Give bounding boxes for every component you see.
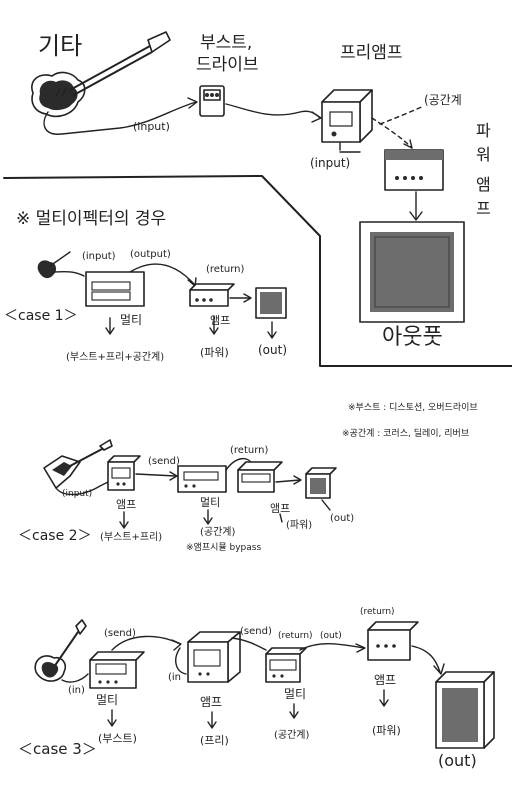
case1-label: ＜case 1＞ [4,308,78,324]
case1-output-label: (output) [130,249,171,260]
case3-in2-label: (in [168,672,181,683]
case2-amp2-desc: (파워) [286,518,312,531]
case2-multi-label: 멀티 [200,496,220,509]
case3-amp2-desc: (파워) [372,724,401,737]
case3-in1-label: (in) [68,685,85,696]
case1-multi-desc: (부스트+프리+공간계) [66,351,164,363]
case2-label: ＜case 2＞ [18,528,92,544]
note-boost: ※부스트 : 디스토션, 오버드라이브 [348,402,478,413]
case2-amp-desc: (부스트+프리) [100,531,162,543]
case2-power-amp-icon [237,461,283,493]
preamp-label: 프리앰프 [340,43,403,63]
case1-cabinet-icon [255,287,287,319]
case2-cabinet-icon [305,467,337,499]
case3-return2-label: (return) [360,607,395,617]
case1-input-label: (input) [82,251,116,262]
case3-return-label: (return) [278,631,313,641]
guitar-label: 기타 [38,32,82,60]
case2-amp-icon [107,455,141,491]
case1-return-label: (return) [206,264,244,275]
guitar-cable [43,101,197,135]
note-spatial: ※공간계 : 코러스, 딜레이, 리버브 [342,427,469,439]
poweramp-char-3: 앰 [476,175,491,194]
case3-send2-label: (send) [240,626,272,637]
case3-multi2-effects-icon [265,647,307,683]
input-label-2: (input) [310,156,350,170]
case3-guitar-icon [34,619,87,682]
preamp-icon [321,89,373,143]
case3-power-amp-icon [367,621,419,661]
guitar-icon [31,31,171,118]
case2-send-label: (send) [148,456,180,467]
case1-multi-effects-icon [85,271,145,307]
multi-effects-heading: ※ 멀티이펙터의 경우 [16,209,166,229]
case1-amp-label: 앰프 [210,314,230,327]
case3-amp-desc: (프리) [200,734,229,747]
case3-amp2-label: 앰프 [374,673,396,687]
multi-effects-frame [3,175,512,367]
poweramp-char-1: 파 [476,121,491,140]
boost-pedal-icon [199,85,225,117]
case3-multi-effects-icon [89,651,145,689]
case1-out-label: (out) [258,343,287,357]
case2-amp2-label: 앰프 [270,502,290,515]
case3-amp-label: 앰프 [200,695,222,709]
boost-drive-label: 부스트, [200,33,252,53]
case2-guitar-icon [43,439,113,489]
case1-amp-head-icon [189,283,235,307]
case3-multi-desc: (부스트) [98,732,137,745]
cabinet-icon [359,221,465,323]
case3-multi2-desc: (공간계) [274,729,310,741]
input-label-1: (input) [133,120,170,133]
spatial-label: (공간계 [424,93,462,107]
case1-guitar-icon [37,251,71,279]
case2-multi-effects-icon [177,465,227,493]
case3-out-small-label: (out) [320,631,342,641]
case2-return-label: (return) [230,445,268,456]
case2-bypass-note: ※앰프시뮬 bypass [186,541,261,553]
case1-amp-desc: (파워) [200,346,229,359]
boost-drive-label-2: 드라이브 [196,55,259,75]
case2-amp-label: 앰프 [116,498,136,511]
power-amp-head-icon [384,149,444,191]
case3-out-label: (out) [438,751,477,770]
case3-multi-label: 멀티 [96,693,118,707]
case3-label: ＜case 3＞ [18,740,97,758]
case3-preamp-icon [187,631,241,683]
case2-multi-desc: (공간계) [200,526,236,538]
output-label: 아웃풋 [382,325,443,350]
case3-cabinet-icon [435,671,495,749]
poweramp-char-4: 프 [476,199,491,218]
case3-send1-label: (send) [104,628,136,639]
case1-multi-label: 멀티 [120,313,142,327]
case2-input-label: (input) [62,489,92,499]
poweramp-char-2: 워 [476,145,491,164]
case3-multi2-label: 멀티 [284,687,306,701]
case2-out-label: (out) [330,513,354,524]
